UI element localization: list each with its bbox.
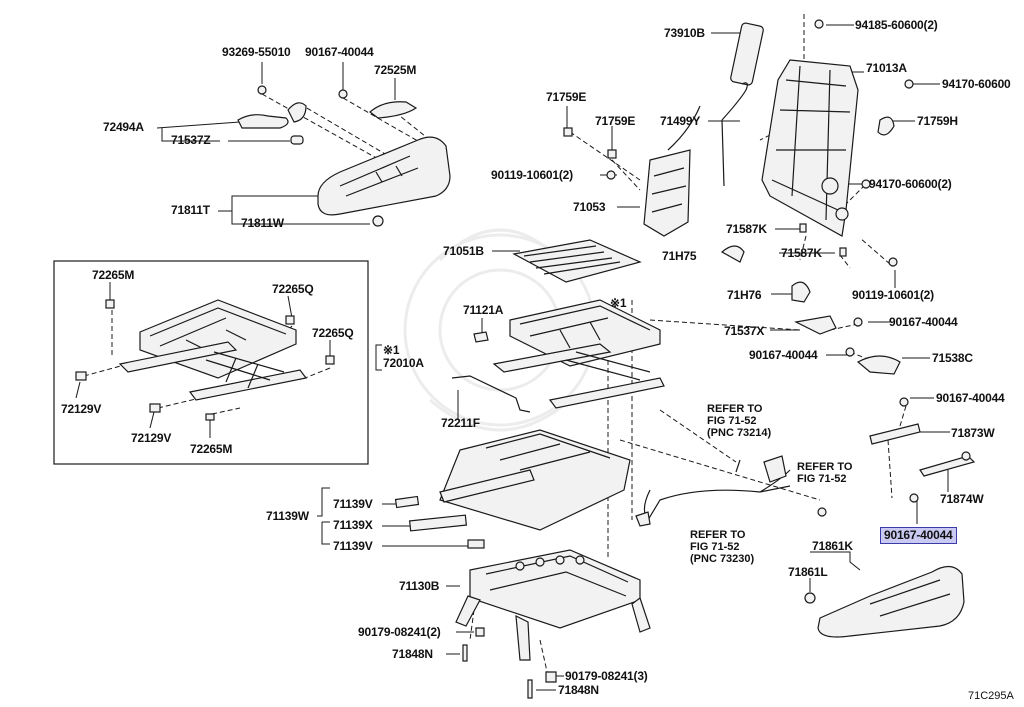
part-label-72265m-bot[interactable]: 72265M [190,442,233,456]
part-label-72010a[interactable]: 72010A [383,356,424,370]
hinge-72494a [237,114,289,129]
part-label-90119-10601-a[interactable]: 90119-10601(2) [491,168,573,182]
inset-frame [53,260,369,465]
part-label-71121a[interactable]: 71121A [463,303,504,317]
lumbar-frame-71053 [643,149,691,237]
part-label-71538c[interactable]: 71538C [932,351,973,365]
part-label-94185-60600[interactable]: 94185-60600(2) [855,18,938,32]
part-label-71759e-a[interactable]: 71759E [546,90,587,104]
part-label-71811t[interactable]: 71811T [171,203,210,217]
refer-note-pnc-73230[interactable]: REFER TO FIG 71-52 (PNC 73230) [690,529,755,565]
part-label-72265q-b[interactable]: 72265Q [312,326,354,340]
part-label-72265q-a[interactable]: 72265Q [272,282,314,296]
part-label-94170-60600-2[interactable]: 94170-60600(2) [869,177,952,191]
part-label-71h76[interactable]: 71H76 [727,288,762,302]
part-label-71h75[interactable]: 71H75 [662,249,697,263]
part-label-71861l[interactable]: 71861L [788,565,828,579]
part-label-72525m[interactable]: 72525M [374,63,417,77]
knob-71811w [372,215,384,227]
part-label-72129v-b[interactable]: 72129V [131,431,172,445]
part-label-71013a[interactable]: 71013A [866,61,907,75]
part-label-90167-40044-highlighted[interactable]: 90167-40044 [880,527,957,544]
part-label-90179-08241-b[interactable]: 90179-08241(3) [565,669,648,683]
part-label-72129v-a[interactable]: 72129V [61,402,102,416]
part-label-72494a[interactable]: 72494A [103,120,144,134]
part-label-71139w[interactable]: 71139W [266,509,309,523]
refer-note-fig-71-52[interactable]: REFER TO FIG 71-52 [797,461,853,485]
part-label-90167-40044-d[interactable]: 90167-40044 [936,391,1005,405]
part-label-72265m-top[interactable]: 72265M [92,268,135,282]
spring-mat-71051b [512,239,642,283]
part-label-71499y[interactable]: 71499Y [660,114,701,128]
part-label-71537x[interactable]: 71537X [724,324,765,338]
part-label-73910b[interactable]: 73910B [664,26,705,40]
part-label-72211f[interactable]: 72211F [441,416,480,430]
part-label-71759h[interactable]: 71759H [917,114,958,128]
part-label-71051b[interactable]: 71051B [443,244,484,258]
part-label-71139v-b[interactable]: 71139V [333,539,373,553]
part-label-71873w[interactable]: 71873W [951,426,995,440]
part-label-71537z[interactable]: 71537Z [171,133,211,147]
part-label-71130b[interactable]: 71130B [399,579,440,593]
part-label-71874w[interactable]: 71874W [940,492,984,506]
part-label-93269-55010[interactable]: 93269-55010 [222,45,291,59]
rod-72211f [451,375,531,413]
part-label-71811w[interactable]: 71811W [241,216,284,230]
part-label-90167-40044-b[interactable]: 90167-40044 [889,315,958,329]
side-cover-71861k [817,565,965,638]
refer-note-pnc-73214[interactable]: REFER TO FIG 71-52 (PNC 73214) [707,403,772,439]
part-label-71759e-b[interactable]: 71759E [595,114,636,128]
part-label-90167-40044-c[interactable]: 90167-40044 [749,348,818,362]
part-label-71861k[interactable]: 71861K [812,539,853,553]
footnote-mark-seat-frame: ※1 [610,296,627,310]
guide-73910b [730,22,764,86]
part-label-71848n-b[interactable]: 71848N [558,683,599,697]
cushion-pan [439,429,631,531]
cover-72525m [369,101,418,119]
part-label-90119-10601-b[interactable]: 90119-10601(2) [852,288,934,302]
seat-frame-72010a [139,299,297,379]
footnote-mark-72010a: ※1 [383,343,400,357]
leader-lines [75,24,950,691]
part-shapes [75,19,976,699]
part-label-71587k-b[interactable]: 71587K [781,246,822,260]
wire-harness [643,459,791,522]
part-label-94170-60600[interactable]: 94170-60600 [942,77,1011,91]
part-label-90179-08241-a[interactable]: 90179-08241(2) [358,625,441,639]
diagram-code: 71C295A [968,690,1014,702]
part-label-71139x[interactable]: 71139X [333,518,373,532]
part-label-71587k-a[interactable]: 71587K [726,222,767,236]
part-label-71139v-a[interactable]: 71139V [333,497,373,511]
part-label-71053[interactable]: 71053 [573,200,606,214]
armrest-71811t [317,136,451,216]
part-label-90167-40044[interactable]: 90167-40044 [305,45,374,59]
part-label-71848n-a[interactable]: 71848N [392,647,433,661]
